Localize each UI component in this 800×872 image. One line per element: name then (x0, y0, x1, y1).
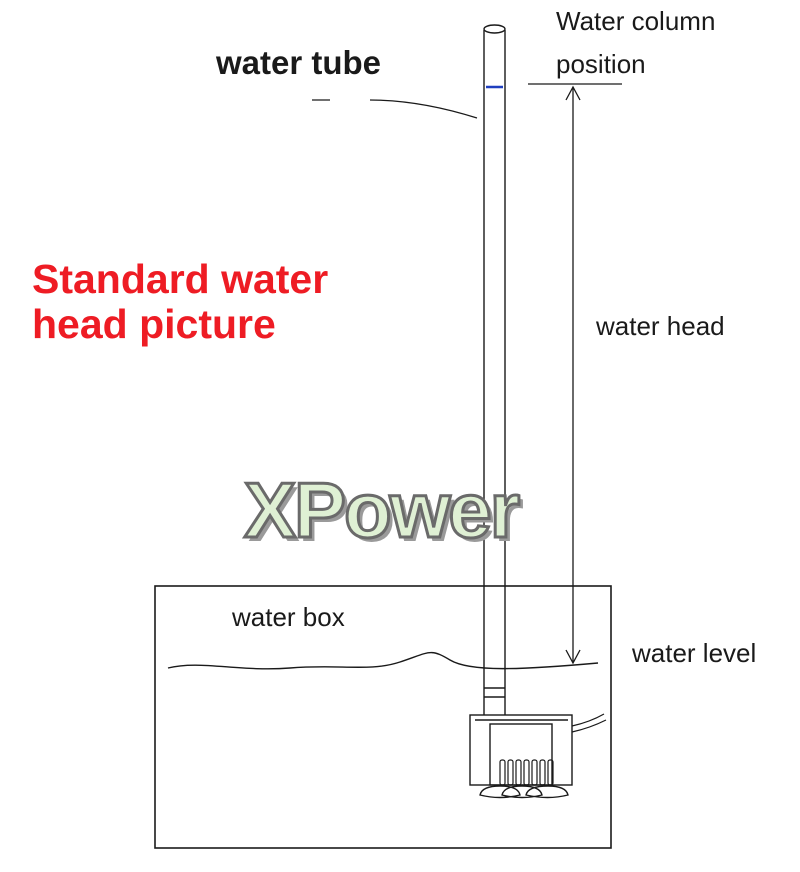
water-head-arrow (565, 85, 581, 665)
water-column-label-line-2: position (556, 49, 646, 79)
xpower-watermark: XPower (242, 466, 521, 554)
water-tube-label: water tube (216, 44, 382, 81)
water-head-label: water head (596, 311, 725, 341)
title-line-2: head picture (32, 301, 276, 347)
water-tube (483, 24, 506, 715)
water-pump (469, 713, 607, 799)
water-box (154, 585, 612, 849)
water-box-label: water box (232, 602, 345, 632)
water-level-label: water level (632, 638, 757, 668)
water-surface-line (167, 652, 599, 670)
title-line-1: Standard water (32, 256, 329, 302)
water-column-label-line-1: Water column (556, 6, 716, 36)
water-tube-leader (312, 99, 478, 119)
